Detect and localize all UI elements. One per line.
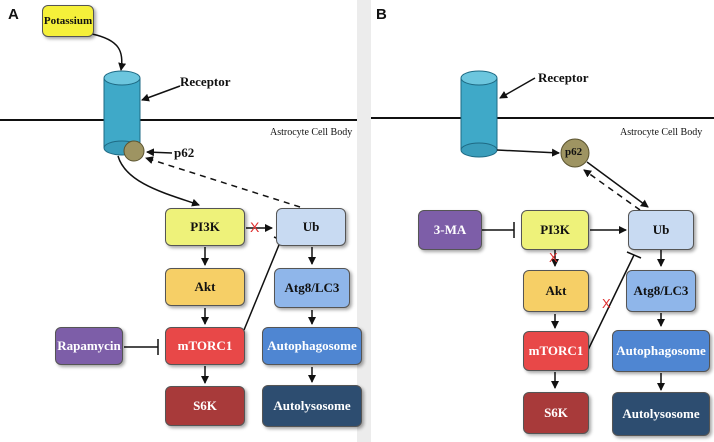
pi3k-box-b: PI3K [521,210,589,250]
3ma-box: 3-MA [418,210,482,250]
rapamycin-box: Rapamycin [55,327,123,365]
mtorc1-box: mTORC1 [165,327,245,365]
atg8-lc3-box-b: Atg8/LC3 [626,270,696,312]
akt-box: Akt [165,268,245,306]
panel-label-b: B [376,6,387,23]
s6k-box-b: S6K [523,392,589,434]
receptor-label-b: Receptor [538,70,589,85]
inhibition-mark-pi3k-akt: X [549,250,558,265]
autolysosome-box-b: Autolysosome [612,392,710,436]
panel-label-a: A [8,6,19,23]
inhibition-mark-pi3k-ub: X [250,219,260,235]
ub-box-b: Ub [628,210,694,250]
akt-box-b: Akt [523,270,589,312]
autophagosome-box: Autophagosome [262,327,362,365]
cell-body-label-b: Astrocyte Cell Body [620,127,703,138]
receptor-label: Receptor [180,74,231,89]
pi3k-box: PI3K [165,208,245,246]
autophagosome-box-b: Autophagosome [612,330,710,372]
potassium-box: Potassium [42,5,94,37]
autolysosome-box: Autolysosome [262,385,362,427]
inhibition-mark-mtorc1-ub: X [602,296,611,311]
mtorc1-box-b: mTORC1 [523,331,589,371]
ub-box: Ub [276,208,346,246]
panel-divider [357,0,371,442]
p62-label: p62 [174,145,195,160]
s6k-box: S6K [165,386,245,426]
cell-body-label: Astrocyte Cell Body [270,127,353,138]
p62-label-b: p62 [565,146,583,158]
atg8-lc3-box: Atg8/LC3 [274,268,350,308]
